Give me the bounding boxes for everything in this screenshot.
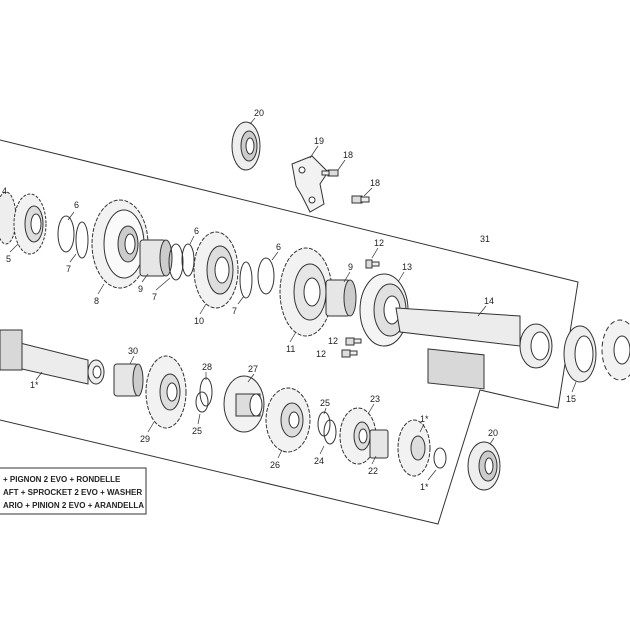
screw-12-c bbox=[341, 349, 358, 358]
layshaft-1 bbox=[0, 329, 105, 385]
label-23: 23 bbox=[370, 394, 380, 404]
screw-12-a bbox=[365, 259, 380, 269]
label-7-c: 7 bbox=[232, 306, 237, 316]
needle-bearing-22 bbox=[369, 429, 389, 459]
label-7-b: 7 bbox=[152, 292, 157, 302]
label-7-a: 7 bbox=[66, 264, 71, 274]
label-11: 11 bbox=[286, 344, 295, 354]
shaft-14 bbox=[395, 307, 553, 390]
gear-29 bbox=[145, 355, 187, 429]
gear-1-lower bbox=[397, 419, 431, 477]
needle-bearing-9-a bbox=[139, 239, 173, 277]
bearing-20-lower bbox=[467, 441, 501, 491]
label-1-c: 1* bbox=[420, 482, 429, 492]
label-6-b: 6 bbox=[194, 226, 199, 236]
gear-11 bbox=[279, 247, 333, 337]
label-19: 19 bbox=[314, 136, 324, 146]
screw-18-b bbox=[351, 195, 370, 204]
label-8: 8 bbox=[94, 296, 99, 306]
label-20-top: 20 bbox=[254, 108, 264, 118]
label-1-b: 1* bbox=[420, 414, 429, 424]
label-22: 22 bbox=[368, 466, 378, 476]
assembly-frame bbox=[0, 139, 579, 525]
ring-7-c bbox=[239, 261, 253, 299]
label-4: 4 bbox=[2, 186, 7, 196]
label-18-a: 18 bbox=[343, 150, 353, 160]
label-27: 27 bbox=[248, 364, 258, 374]
label-18-b: 18 bbox=[370, 178, 380, 188]
sprocket bbox=[601, 319, 630, 381]
label-14: 14 bbox=[484, 296, 494, 306]
label-25-b: 25 bbox=[320, 398, 330, 408]
label-25-a: 25 bbox=[192, 426, 202, 436]
legend-line-3: ARIO + PINION 2 EVO + ARANDELLA bbox=[3, 501, 144, 510]
label-9-b: 9 bbox=[348, 262, 353, 272]
label-12-a: 12 bbox=[374, 238, 384, 248]
label-15: 15 bbox=[566, 394, 576, 404]
gear-10 bbox=[193, 231, 239, 309]
label-10: 10 bbox=[194, 316, 204, 326]
needle-bearing-30 bbox=[113, 363, 144, 397]
bracket-19 bbox=[291, 155, 329, 213]
label-29: 29 bbox=[140, 434, 150, 444]
label-30: 30 bbox=[128, 346, 138, 356]
legend-box: + PIGNON 2 EVO + RONDELLE AFT + SPROCKET… bbox=[0, 467, 147, 515]
gear-26 bbox=[265, 387, 311, 453]
gear-4 bbox=[0, 191, 17, 245]
label-12-b: 12 bbox=[328, 336, 338, 346]
ring-6-b bbox=[181, 243, 195, 277]
label-26: 26 bbox=[270, 460, 280, 470]
gear-23 bbox=[339, 407, 377, 465]
ring-6-a bbox=[57, 215, 75, 253]
screw-18-a bbox=[321, 169, 339, 177]
label-20-lower: 20 bbox=[488, 428, 498, 438]
label-24: 24 bbox=[314, 456, 324, 466]
label-6-c: 6 bbox=[276, 242, 281, 252]
gear-5 bbox=[13, 193, 47, 255]
label-31: 31 bbox=[480, 234, 490, 244]
ring-7-b bbox=[168, 243, 184, 281]
washer-1 bbox=[433, 447, 447, 469]
label-6-a: 6 bbox=[74, 200, 79, 210]
ring-24 bbox=[323, 419, 337, 445]
gear-8 bbox=[91, 199, 149, 289]
seal-15 bbox=[563, 325, 597, 383]
legend-line-2: AFT + SPROCKET 2 EVO + WASHER bbox=[3, 488, 142, 497]
label-5: 5 bbox=[6, 254, 11, 264]
label-1-a: 1* bbox=[30, 380, 39, 390]
ring-7-a bbox=[75, 221, 89, 259]
needle-bearing-9-b bbox=[325, 279, 357, 317]
screw-12-b bbox=[345, 337, 362, 346]
label-9-a: 9 bbox=[138, 284, 143, 294]
gear-27 bbox=[223, 375, 265, 433]
label-13: 13 bbox=[402, 262, 412, 272]
ring-6-c bbox=[257, 257, 275, 295]
legend-line-1: + PIGNON 2 EVO + RONDELLE bbox=[3, 475, 121, 484]
label-12-c: 12 bbox=[316, 349, 326, 359]
label-28: 28 bbox=[202, 362, 212, 372]
bearing-20-top bbox=[231, 121, 261, 171]
ring-25-a bbox=[195, 391, 209, 413]
